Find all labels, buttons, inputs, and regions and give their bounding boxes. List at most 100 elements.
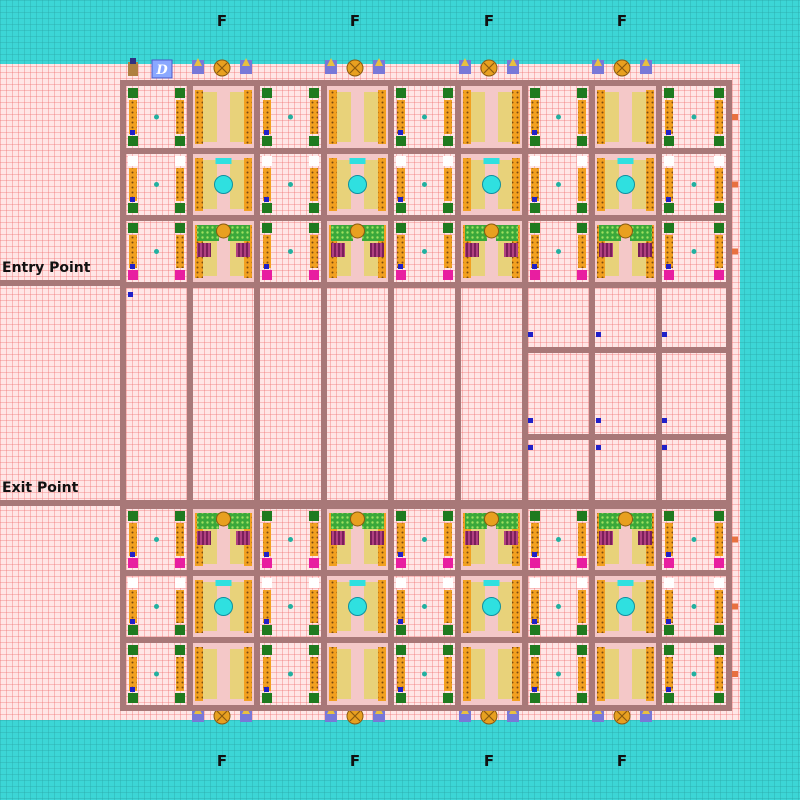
bed bbox=[333, 160, 351, 209]
fence bbox=[577, 578, 587, 588]
pen bbox=[461, 509, 522, 570]
fence bbox=[175, 156, 185, 166]
pillar bbox=[714, 203, 724, 213]
crop-row bbox=[715, 590, 723, 623]
torch-icon bbox=[194, 58, 202, 66]
torch-icon bbox=[461, 58, 469, 66]
plant-bed bbox=[197, 513, 219, 529]
crop-row bbox=[597, 158, 605, 211]
pillar bbox=[262, 88, 272, 98]
crop-row bbox=[444, 523, 452, 556]
gate-post bbox=[459, 60, 471, 74]
marker bbox=[528, 332, 533, 337]
rack bbox=[599, 531, 613, 545]
pillar bbox=[262, 693, 272, 703]
torch-icon bbox=[642, 58, 650, 66]
plant-bed bbox=[197, 225, 219, 241]
water-dot bbox=[422, 114, 427, 120]
stone bbox=[732, 248, 738, 255]
pillar bbox=[128, 693, 138, 703]
marker bbox=[596, 418, 601, 423]
pen bbox=[327, 576, 388, 637]
gate bbox=[325, 58, 385, 77]
gate bbox=[592, 58, 652, 77]
pillar bbox=[443, 88, 453, 98]
feeder bbox=[618, 223, 633, 239]
road bbox=[254, 80, 260, 288]
marker bbox=[666, 619, 671, 624]
pillar bbox=[714, 270, 724, 280]
crop-row bbox=[263, 590, 271, 623]
rack bbox=[465, 531, 479, 545]
pillar bbox=[530, 645, 540, 655]
statue-icon bbox=[128, 58, 138, 76]
bed bbox=[230, 582, 248, 631]
pillar bbox=[175, 693, 185, 703]
farm-complex bbox=[120, 58, 738, 725]
pillar bbox=[175, 88, 185, 98]
crop-row bbox=[397, 657, 405, 691]
bed bbox=[333, 649, 351, 699]
access-roads bbox=[0, 280, 124, 506]
plant-bed bbox=[630, 513, 652, 529]
crop-row bbox=[329, 580, 337, 633]
pillar bbox=[664, 223, 674, 233]
water-dot bbox=[422, 604, 427, 609]
torch-icon bbox=[594, 58, 602, 66]
crop-row bbox=[578, 235, 586, 268]
gate-wheel-cross bbox=[483, 62, 495, 74]
water-dot bbox=[556, 114, 561, 120]
water-dot bbox=[556, 182, 561, 187]
road bbox=[589, 503, 595, 711]
feeder bbox=[350, 511, 365, 527]
gate-post bbox=[592, 708, 604, 722]
crop-row bbox=[195, 90, 203, 144]
pillar bbox=[309, 645, 319, 655]
pen bbox=[461, 576, 522, 637]
pillar bbox=[396, 136, 406, 146]
crop-row bbox=[665, 235, 673, 268]
gate-post bbox=[592, 60, 604, 74]
crop-row bbox=[244, 580, 252, 633]
pool-edge bbox=[215, 158, 232, 164]
plant-bed bbox=[465, 513, 487, 529]
bed bbox=[333, 92, 351, 142]
fence bbox=[577, 156, 587, 166]
depot-marker[interactable]: D bbox=[151, 59, 173, 79]
pillar bbox=[664, 270, 674, 280]
gate-post bbox=[325, 60, 337, 74]
pillar bbox=[309, 203, 319, 213]
gate-post bbox=[640, 708, 652, 722]
crop-row bbox=[378, 647, 386, 701]
marker bbox=[596, 445, 601, 450]
pillar bbox=[309, 625, 319, 635]
road bbox=[321, 503, 327, 711]
plant-bed bbox=[228, 513, 250, 529]
crop-row bbox=[329, 90, 337, 144]
pillar bbox=[396, 223, 406, 233]
gate-post bbox=[459, 708, 471, 722]
pillar bbox=[714, 693, 724, 703]
fence bbox=[175, 578, 185, 588]
pillar bbox=[714, 558, 724, 568]
road bbox=[388, 503, 394, 711]
crop-row bbox=[531, 523, 539, 556]
bed bbox=[498, 160, 516, 209]
plant-bed bbox=[496, 225, 518, 241]
bed bbox=[199, 160, 217, 209]
crop-row bbox=[329, 158, 337, 211]
pillar bbox=[396, 645, 406, 655]
bed bbox=[230, 92, 248, 142]
bed bbox=[333, 582, 351, 631]
bed bbox=[364, 649, 382, 699]
pillar bbox=[577, 645, 587, 655]
water-dot bbox=[154, 182, 159, 187]
road bbox=[522, 434, 726, 440]
bed bbox=[364, 160, 382, 209]
gate-wheel-cross bbox=[349, 710, 361, 722]
rack bbox=[599, 243, 613, 257]
road bbox=[187, 282, 193, 506]
pen bbox=[193, 86, 254, 148]
